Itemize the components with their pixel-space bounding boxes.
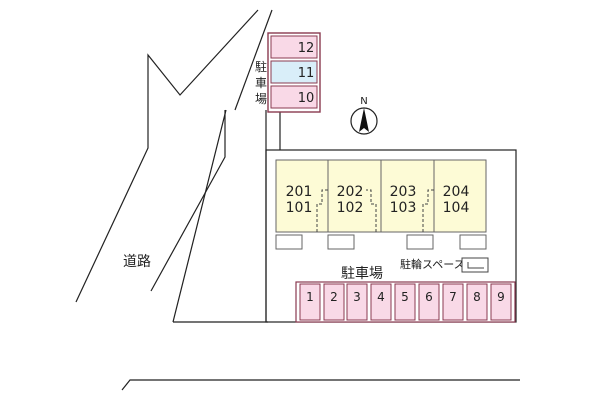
upper-parking-space-10 bbox=[270, 85, 318, 109]
unit-number-lower: 102 bbox=[337, 200, 364, 216]
upper-parking-number: 10 bbox=[298, 91, 315, 106]
upper-parking-number: 12 bbox=[298, 41, 315, 56]
upper-parking: 駐 車 場 12 11 10 bbox=[255, 32, 321, 113]
stair-outlines bbox=[316, 189, 434, 232]
unit-number-lower: 103 bbox=[390, 200, 417, 216]
lot-boundary-west bbox=[234, 9, 273, 111]
unit-number-upper: 201 bbox=[286, 184, 313, 200]
unit-number-upper: 203 bbox=[390, 184, 417, 200]
unit-number-upper: 202 bbox=[337, 184, 364, 200]
building: 201 101 202 102 203 103 204 104 bbox=[275, 159, 487, 250]
parking-bay-number: 5 bbox=[401, 290, 409, 304]
parking-bay-6 bbox=[418, 283, 440, 321]
unit-number-upper: 204 bbox=[443, 184, 470, 200]
entrance bbox=[459, 234, 487, 250]
parking-bays bbox=[299, 283, 512, 321]
upper-parking-number: 11 bbox=[298, 66, 315, 81]
parking-bay-3 bbox=[346, 283, 368, 321]
parking-bay-9 bbox=[490, 283, 512, 321]
parking-bay-number: 8 bbox=[473, 290, 481, 304]
upper-parking-label-char: 場 bbox=[255, 92, 267, 106]
upper-parking-label: 駐 車 場 bbox=[255, 59, 267, 106]
parking-bay-5 bbox=[394, 283, 416, 321]
upper-parking-label-char: 駐 bbox=[255, 59, 267, 74]
upper-parking-space-11 bbox=[270, 60, 318, 84]
parking-bay-numbers: 1 2 3 4 5 6 7 8 9 bbox=[306, 290, 505, 304]
entrance bbox=[275, 234, 303, 250]
compass-letter: N bbox=[360, 96, 367, 107]
road-edge-right bbox=[150, 110, 226, 292]
parking-lot: 駐車場 1 2 3 4 5 6 7 8 9 bbox=[295, 265, 516, 323]
road-edge-left bbox=[75, 9, 259, 303]
entrance bbox=[406, 234, 434, 250]
unit-number-lower: 104 bbox=[443, 200, 470, 216]
parking-lot-label: 駐車場 bbox=[341, 265, 383, 282]
unit-number-lower: 101 bbox=[286, 200, 313, 216]
road-edges bbox=[75, 9, 520, 391]
parking-bay-number: 4 bbox=[377, 290, 385, 304]
unit-labels: 201 101 202 102 203 103 204 104 bbox=[286, 184, 470, 216]
bicycle-parking-label: 駐輪スペース bbox=[400, 257, 465, 271]
parking-bay-number: 2 bbox=[330, 290, 338, 304]
parking-bay-4 bbox=[370, 283, 392, 321]
compass-arrow-icon bbox=[359, 108, 369, 132]
road-label: 道路 bbox=[123, 254, 151, 270]
parking-bay-1 bbox=[299, 283, 321, 321]
entrance bbox=[327, 234, 355, 250]
lot-boundary-southwest bbox=[172, 109, 227, 323]
entrances bbox=[275, 234, 487, 250]
parking-bay-2 bbox=[323, 283, 345, 321]
compass: N bbox=[350, 96, 378, 135]
parking-bay-number: 6 bbox=[425, 290, 433, 304]
parking-bay-number: 7 bbox=[449, 290, 457, 304]
unit-dividers bbox=[327, 160, 435, 232]
bicycle-parking-box bbox=[461, 257, 489, 273]
parking-bay-number: 1 bbox=[306, 290, 314, 304]
parking-bay-7 bbox=[442, 283, 464, 321]
upper-parking-label-char: 車 bbox=[255, 76, 267, 90]
bicycle-parking-box-inner bbox=[467, 262, 484, 269]
parking-bay-8 bbox=[466, 283, 488, 321]
road-edge-bottom bbox=[121, 379, 520, 391]
parking-bay-number: 3 bbox=[353, 290, 361, 304]
parking-bay-number: 9 bbox=[497, 290, 505, 304]
bicycle-parking: 駐輪スペース bbox=[400, 257, 489, 273]
upper-parking-space-12 bbox=[270, 35, 318, 59]
